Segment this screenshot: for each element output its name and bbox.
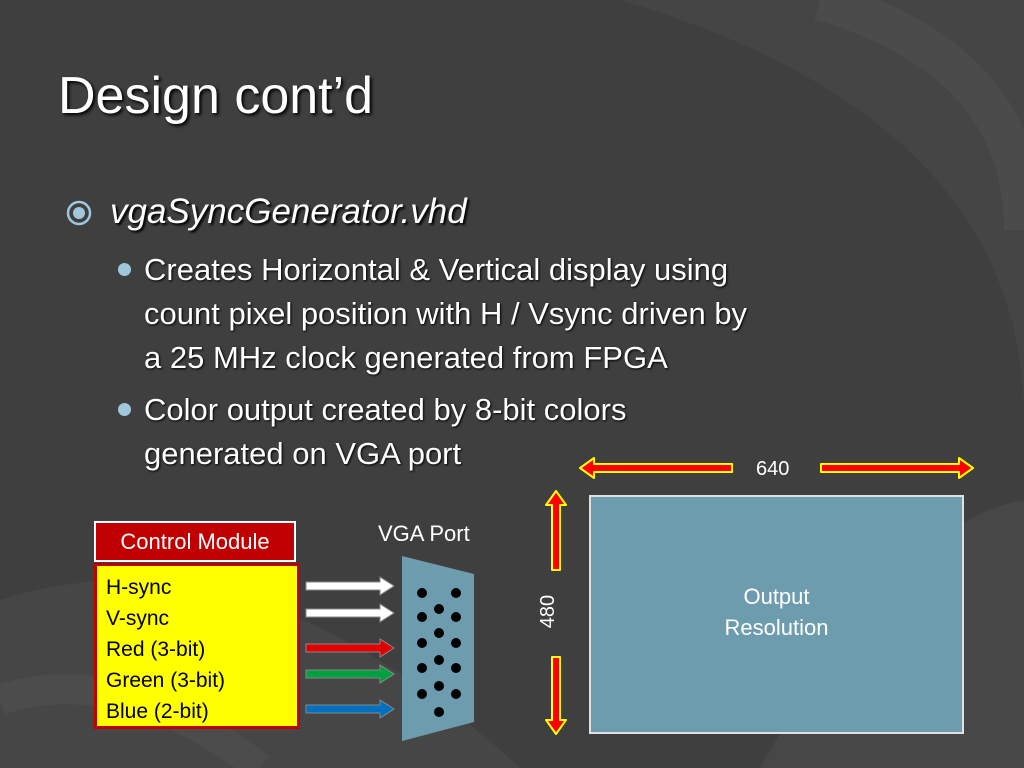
- output-label-line-1: Output: [743, 584, 810, 609]
- vga-pin: [417, 588, 427, 598]
- signal-arrows: [305, 576, 395, 719]
- arrow-red-icon: [305, 638, 395, 658]
- signal-green: Green (3-bit): [106, 669, 226, 692]
- output-resolution-label: Output Resolution: [591, 581, 962, 643]
- arrow-vsync-icon: [305, 603, 395, 623]
- subbullet-1: Creates Horizontal & Vertical display us…: [144, 248, 747, 380]
- subbullet-1-line-1: Creates Horizontal & Vertical display us…: [144, 252, 729, 287]
- vga-pin: [451, 663, 461, 673]
- slide-title: Design cont’d: [58, 67, 374, 125]
- height-arrow-icon: [545, 490, 567, 735]
- arrow-blue-icon: [305, 699, 395, 719]
- control-module-header: Control Module: [94, 521, 296, 562]
- vga-pin: [417, 663, 427, 673]
- vga-pin: [417, 612, 427, 622]
- vga-pin: [417, 638, 427, 648]
- vga-pin: [434, 681, 444, 691]
- signal-hsync: H-sync: [106, 576, 172, 599]
- target-bullet-icon: [66, 200, 92, 226]
- width-arrow-icon: [579, 457, 974, 479]
- subbullet-2: Color output created by 8-bit colors gen…: [144, 388, 626, 476]
- bullet-filename: vgaSyncGenerator.vhd: [110, 192, 467, 231]
- vga-pin: [451, 612, 461, 622]
- vga-pin: [434, 628, 444, 638]
- vga-pin: [451, 689, 461, 699]
- bullet-dot-icon: [118, 263, 131, 276]
- output-label-line-2: Resolution: [724, 615, 829, 640]
- subbullet-1-line-2: count pixel position with H / Vsync driv…: [144, 296, 748, 331]
- vga-pins: [417, 588, 461, 717]
- vga-pin: [451, 638, 461, 648]
- arrow-hsync-icon: [305, 576, 395, 596]
- vga-port-label: VGA Port: [378, 521, 470, 546]
- bullet-dot-icon: [118, 403, 131, 416]
- arrow-green-icon: [305, 664, 395, 684]
- subbullet-1-line-3: a 25 MHz clock generated from FPGA: [144, 340, 668, 375]
- signal-red: Red (3-bit): [106, 638, 206, 661]
- output-resolution-box: Output Resolution: [589, 495, 964, 734]
- signal-vsync: V-sync: [106, 607, 170, 630]
- signal-blue: Blue (2-bit): [106, 700, 209, 723]
- vga-pin: [434, 655, 444, 665]
- subbullet-2-line-2: generated on VGA port: [144, 436, 462, 471]
- vga-pin: [417, 689, 427, 699]
- control-module-body: H-sync V-sync Red (3-bit) Green (3-bit) …: [94, 563, 300, 729]
- width-label: 640: [756, 458, 790, 480]
- vga-pin: [434, 604, 444, 614]
- subbullet-2-line-1: Color output created by 8-bit colors: [144, 392, 627, 427]
- vga-pin: [434, 707, 444, 717]
- vga-pin: [451, 588, 461, 598]
